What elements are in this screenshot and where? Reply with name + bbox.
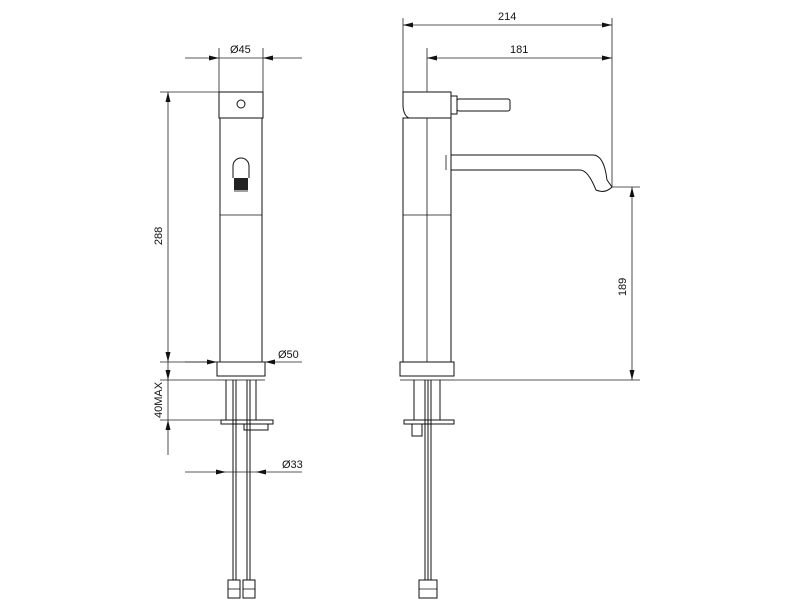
side-base [399, 361, 455, 377]
dim-deck-thickness-label: 40MAX [153, 381, 165, 418]
dim-body-height-label: 288 [153, 227, 165, 245]
side-view [399, 91, 613, 599]
dim-overall-reach: 214 [402, 11, 613, 187]
dim-base-diameter-label: Ø50 [278, 349, 299, 361]
front-top-cap [218, 91, 264, 119]
front-view [216, 91, 274, 599]
dim-body-height: 288 [153, 91, 219, 363]
side-fixing-plate [403, 419, 455, 425]
front-base [216, 361, 266, 377]
dim-base-diameter: Ø50 [185, 349, 302, 365]
dim-body-diameter-label: Ø45 [230, 44, 251, 56]
dim-spout-height-label: 189 [617, 278, 629, 296]
lever-handle [456, 98, 511, 112]
dim-deck-thickness: 40MAX [153, 362, 221, 455]
dim-shank-diameter-label: Ø33 [282, 459, 303, 471]
lever-pivot-hole [236, 99, 246, 109]
aerator [234, 178, 248, 190]
side-top-cap [402, 91, 452, 119]
front-body [219, 117, 263, 363]
spout [451, 154, 613, 192]
aerator-opening [232, 157, 250, 178]
dim-shank-diameter: Ø33 [185, 459, 303, 475]
dim-spout-reach-label: 181 [510, 44, 528, 56]
lever-collar [450, 95, 458, 115]
dim-spout-height: 189 [454, 186, 640, 381]
dim-overall-reach-label: 214 [498, 11, 516, 23]
dim-body-diameter: Ø45 [185, 44, 302, 92]
dim-spout-reach: 181 [426, 44, 612, 92]
